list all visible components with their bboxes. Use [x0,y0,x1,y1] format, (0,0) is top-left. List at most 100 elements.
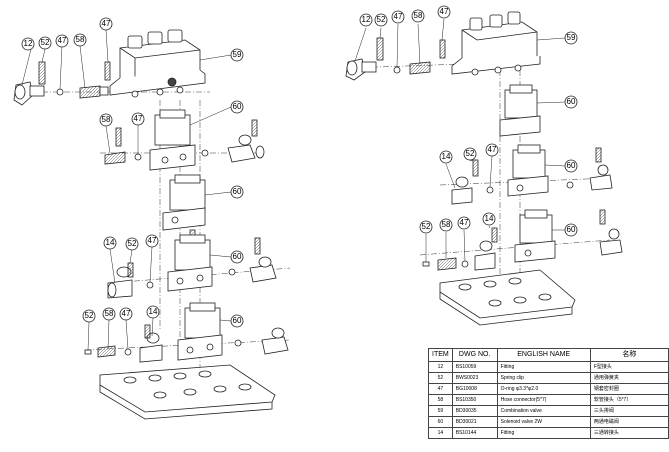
callout-bubble: 47 [131,112,145,126]
spring-clip [38,61,46,85]
tee-fitting-r2 [599,228,623,256]
callout-label: 14 [149,307,158,316]
callout-bubble: 47 [119,307,133,321]
callout-label: 58 [414,11,423,20]
hose-connector-3 [97,345,116,358]
spring-clip-6 [254,237,261,255]
callout-label: 52 [128,239,137,248]
o-ring-r3 [566,181,574,189]
table-row: 60 BD30021 Solenoid valve 2W 两通电磁阀 [428,416,669,428]
combination-valve [109,29,206,98]
cell-dwg-no: BG10008 [451,383,498,395]
cell-item: 12 [428,361,453,373]
hose-connector-2 [104,151,126,165]
callout-label: 58 [442,220,451,229]
o-ring-4 [146,281,154,289]
cell-english-name: Spring clip [496,372,591,384]
o-ring-r1 [393,66,401,74]
table-row: 59 BD30035 Combination valve 三头排阀 [428,405,669,417]
cell-chinese-name: F型接头 [589,361,669,373]
o-ring-2 [134,153,142,161]
callout-label: 52 [377,15,386,24]
spring-clip-8 [144,324,151,339]
cell-item: 59 [428,405,453,417]
solenoid-valve-1 [149,109,196,171]
solenoid-valve-r2 [507,144,549,197]
f-fitting-r [345,58,377,81]
table-row: 14 BS10144 Fitting 三通转接头 [428,427,669,439]
callout-bubble: 52 [125,237,139,251]
mounting-plate [99,364,276,420]
callout-label: 52 [466,149,475,158]
cell-chinese-name: 三头排阀 [589,405,669,417]
spring-clip-r5 [599,209,606,225]
callout-label: 60 [233,187,242,196]
cell-item: 60 [428,416,453,428]
cell-dwg-no: BS10350 [451,394,498,406]
o-ring-r2 [486,186,494,194]
solenoid-valve-r1 [499,84,541,137]
header-chinese-name: 名称 [589,348,669,362]
tee-fitting-1 [227,134,265,163]
callout-label: 12 [24,39,33,48]
table-row: 47 BG10008 O-ring φ3.3*φ2.0 钢套密封圈 [428,383,669,395]
parts-list-table: ITEM DWG NO. ENGLISH NAME 名称 12 BS10059 … [428,348,669,439]
callout-label: 47 [460,218,469,227]
header-dwg-no: DWG NO. [451,348,498,362]
spring-clip-2 [104,61,111,81]
spring-clip-3 [115,127,122,147]
callout-label: 47 [148,236,157,245]
callout-bubble: 12 [21,37,35,51]
o-ring-7 [234,339,242,347]
spring-clip-r2 [439,39,446,59]
callout-label: 52 [85,311,94,320]
o-ring-6 [124,348,132,356]
callout-label: 47 [58,36,67,45]
three-way-fitting-2 [139,332,163,363]
cell-dwg-no: BS10144 [451,427,498,439]
callout-label: 60 [233,102,242,111]
f-fitting [13,81,45,106]
callout-bubble: 52 [374,13,388,27]
mounting-plate-r [439,269,576,326]
cell-chinese-name: 钢套密封圈 [589,383,669,395]
cell-chinese-name: 软管接头（5*7） [589,394,669,406]
spring-clip-r3 [472,159,479,177]
clip-52-left [84,349,92,355]
callout-bubble: 47 [437,5,451,19]
solenoid-valve-3 [167,234,213,292]
callout-bubble: 52 [463,147,477,161]
callout-bubble: 14 [146,305,160,319]
solenoid-valve-r3 [514,209,556,263]
callout-label: 47 [488,145,497,154]
callout-bubble: 60 [564,159,578,173]
callout-label: 52 [41,38,50,47]
cell-english-name: Solenoid valve 2W [496,416,591,428]
callout-label: 14 [485,214,494,223]
callout-label: 60 [567,225,576,234]
o-ring-r4 [461,260,469,268]
spring-clip-4 [251,119,258,137]
callout-label: 60 [567,161,576,170]
cell-english-name: O-ring φ3.3*φ2.0 [496,383,591,395]
solenoid-valve-2 [162,174,206,231]
callout-bubble: 47 [391,10,405,24]
solenoid-valve-4 [177,302,223,361]
cell-chinese-name: 三通转接头 [589,427,669,439]
callout-bubble: 59 [230,48,244,62]
table-header-row: ITEM DWG NO. ENGLISH NAME 名称 [428,348,669,362]
cell-item: 52 [428,372,453,384]
callout-bubble: 47 [145,234,159,248]
cell-english-name: Fitting [496,361,591,373]
callout-label: 47 [102,19,111,28]
tee-fitting-r1 [589,164,613,191]
spring-clip-7 [127,262,134,278]
cell-dwg-no: BWS0023 [451,372,498,384]
callout-bubble: 14 [103,236,117,250]
cell-chinese-name: 通用弹簧夹 [589,372,669,384]
callout-bubble: 58 [439,218,453,232]
callout-bubble: 47 [99,17,113,31]
callout-bubble: 58 [99,113,113,127]
cell-dwg-no: BD30021 [451,416,498,428]
